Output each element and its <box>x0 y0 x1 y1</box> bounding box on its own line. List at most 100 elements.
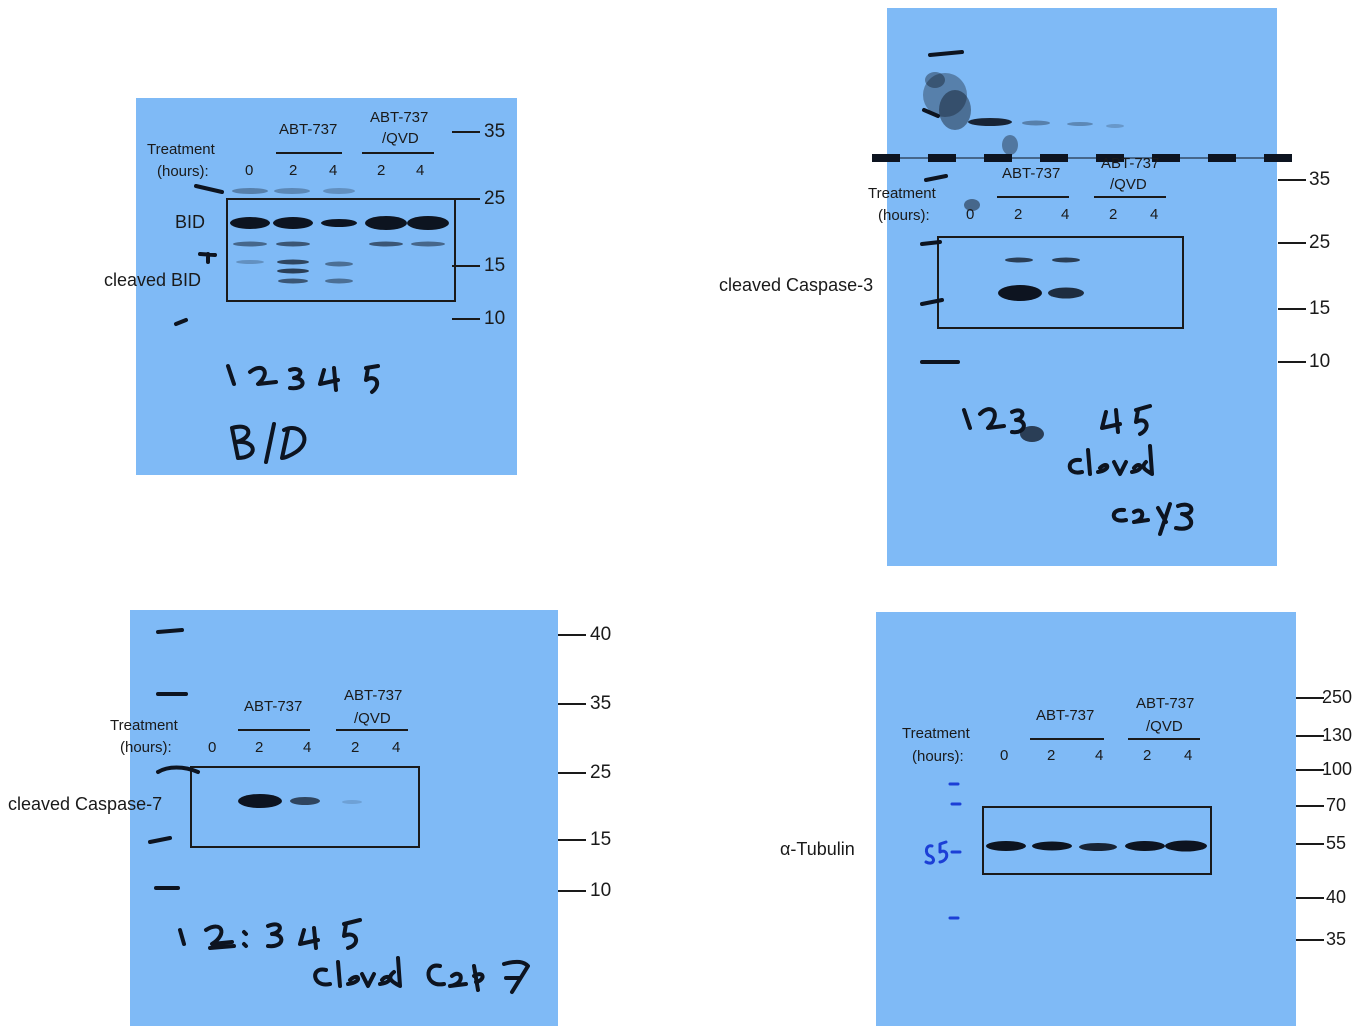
casp3-upper-smear <box>923 72 1124 211</box>
hw-c7-5 <box>342 918 362 950</box>
bid-ladder-marks <box>174 184 224 326</box>
hw-c7-colon <box>242 930 248 948</box>
casp7-ladder-mark-1 <box>156 628 184 634</box>
bid-abtqvd-underline <box>362 152 434 154</box>
casp3-handwriting <box>962 404 1194 536</box>
tubulin-abt-header: ABT-737 <box>1036 707 1095 724</box>
casp3-abtqvd-underline <box>1094 196 1166 198</box>
bid-ladder-mark-1 <box>194 184 224 194</box>
cleaved-bid-band-lane2a <box>277 259 309 265</box>
hw-c3-5 <box>1134 404 1152 436</box>
bid-hours-label: (hours): <box>157 163 209 180</box>
hw-c7-casp <box>426 963 485 992</box>
bid-band-label: BID <box>175 212 206 232</box>
casp7-abtqvd-header-1: ABT-737 <box>344 687 403 704</box>
bid-ladder-mark-2 <box>198 252 217 264</box>
casp7-mw-tick-40 <box>558 634 586 636</box>
tubulin-mw-70: 70 <box>1326 795 1347 815</box>
hw-c7-cleaved <box>313 956 402 988</box>
alpha-tubulin-label: α-Tubulin <box>780 839 855 859</box>
casp3-abt-underline <box>997 196 1069 198</box>
casp3-smear-1 <box>923 73 967 117</box>
hw-c3-1 <box>962 408 972 430</box>
hw-bid-2 <box>248 365 278 386</box>
hw-c7-4 <box>298 926 320 950</box>
casp7-ladder-mark-3 <box>156 765 200 774</box>
casp3-abtqvd-header-2: /QVD <box>1110 176 1147 193</box>
bid-band-upper-lane3 <box>323 188 355 194</box>
casp7-abt-underline <box>238 729 310 731</box>
casp7-lane-time-1: 0 <box>208 739 217 756</box>
casp7-band-lane3 <box>290 797 320 805</box>
tubulin-mw-40: 40 <box>1326 887 1347 907</box>
tubulin-mw-tick-55 <box>1296 843 1324 845</box>
tubulin-band-lane3 <box>1079 843 1117 851</box>
hw-bid-I <box>264 422 276 464</box>
casp7-mw-10: 10 <box>590 880 612 901</box>
casp3-band-region-box <box>937 236 1184 329</box>
casp3-mw-25: 25 <box>1309 232 1331 253</box>
bid-lane-time-4: 2 <box>377 162 386 179</box>
casp7-abt-header: ABT-737 <box>244 698 303 715</box>
casp3-mw-35: 35 <box>1309 169 1331 190</box>
tubulin-bands <box>986 840 1207 852</box>
tubulin-abtqvd-header-2: /QVD <box>1146 718 1183 735</box>
casp7-abtqvd-underline <box>336 729 408 731</box>
bid-abt-underline <box>276 152 342 154</box>
tubulin-mw-tick-35 <box>1296 939 1324 941</box>
hw-c7-7 <box>502 959 530 994</box>
casp7-mw-35: 35 <box>590 693 612 714</box>
casp7-mw-tick-25 <box>558 772 586 774</box>
casp7-mw-tick-35 <box>558 703 586 705</box>
casp3-treatment-label: Treatment <box>868 185 936 202</box>
cleaved-caspase7-label: cleaved Caspase-7 <box>8 794 163 814</box>
casp3-band-upper-lane2 <box>1005 257 1033 263</box>
tubulin-band-lane4 <box>1125 841 1165 851</box>
tubulin-abtqvd-underline <box>1128 738 1200 740</box>
casp7-band-lane2 <box>238 794 282 808</box>
tubulin-ladder-marks <box>948 782 962 920</box>
bid-abt-header: ABT-737 <box>279 121 338 138</box>
hw-bid-4 <box>318 366 340 392</box>
tubulin-mw-tick-250 <box>1296 697 1324 699</box>
casp7-mw-15: 15 <box>590 829 612 850</box>
casp3-ladder-mark-top1 <box>928 50 964 57</box>
tubulin-blot-film <box>876 612 1296 1026</box>
casp7-treatment-label: Treatment <box>110 717 178 734</box>
casp3-smear-3 <box>925 72 945 88</box>
casp3-bands <box>998 257 1084 301</box>
casp7-bands <box>238 794 362 808</box>
bid-lane-time-5: 4 <box>416 162 425 179</box>
casp3-smear-spot <box>964 199 980 211</box>
bid-ladder-mark-3 <box>174 318 188 326</box>
bid-band-secondary-lane1 <box>233 241 267 247</box>
casp3-mw-15: 15 <box>1309 298 1331 319</box>
casp7-ladder-mark-4 <box>148 836 172 844</box>
casp3-hours-label: (hours): <box>878 207 930 224</box>
hw-tub-5b <box>938 840 949 864</box>
casp3-band-upper-lane3 <box>1052 257 1080 263</box>
hw-c3-4 <box>1100 408 1122 434</box>
cleaved-caspase3-label: cleaved Caspase-3 <box>719 275 874 295</box>
bid-mw-tick-35 <box>452 131 480 133</box>
bid-band-secondary-lane5 <box>411 241 445 247</box>
casp3-smear-band3 <box>1067 122 1093 126</box>
hw-c7-3 <box>266 922 284 949</box>
bid-mw-tick-25 <box>452 198 480 200</box>
casp3-ladder-mark-2 <box>920 240 942 246</box>
casp3-lane-time-4: 2 <box>1109 206 1118 223</box>
casp3-spot-1 <box>1020 426 1044 442</box>
tubulin-lane-time-2: 2 <box>1047 747 1056 764</box>
casp7-lane-time-5: 4 <box>392 739 401 756</box>
tubulin-mw-130: 130 <box>1322 725 1353 745</box>
casp3-ladder-marks <box>920 174 960 364</box>
tubulin-hours-label: (hours): <box>912 748 964 765</box>
casp3-mw-tick-10 <box>1278 361 1306 363</box>
casp3-top-ladder <box>922 50 964 118</box>
bid-band-secondary-lane2 <box>276 241 310 247</box>
tubulin-mw-tick-130 <box>1296 735 1324 737</box>
